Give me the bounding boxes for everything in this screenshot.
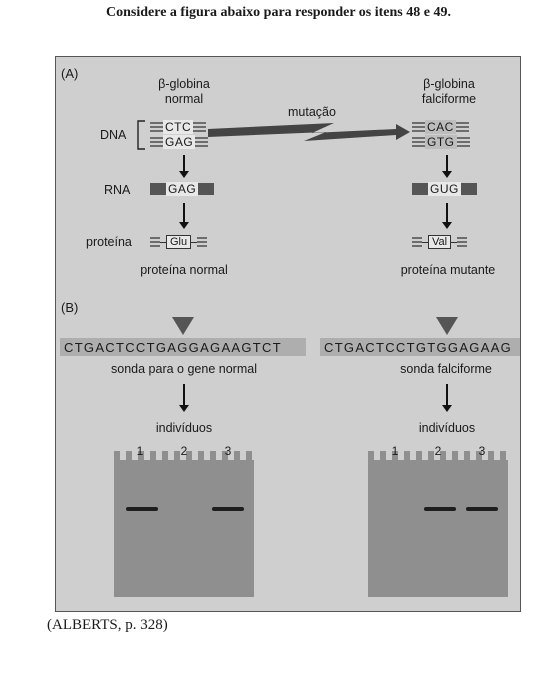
mutation-arrow-icon xyxy=(208,123,410,141)
transcription-arrow-sickle-icon xyxy=(442,155,452,178)
normal-rna-codon: GAG xyxy=(166,182,199,196)
sickle-dna-top-strand: CAC xyxy=(412,120,469,134)
sickle-dna-bottom-strand: GTG xyxy=(412,135,470,149)
normal-probe-sequence: CTGACTCCTGAGGAGAAGTCT xyxy=(60,338,306,356)
sickle-individuals-label: indivíduos xyxy=(418,421,476,435)
sickle-gel xyxy=(368,459,508,597)
normal-gel-lane-2: 2 xyxy=(180,444,188,458)
normal-probe-caption: sonda para o gene normal xyxy=(111,362,257,376)
panel-a-label: (A) xyxy=(61,66,79,81)
normal-rna-strand: GAG xyxy=(150,182,215,196)
sickle-gel-lane-2: 2 xyxy=(434,444,442,458)
sickle-rna-strand: GUG xyxy=(412,182,477,196)
normal-dna-top-codon: CTC xyxy=(163,120,194,134)
sickle-cell-figure: (A) β-globina normal β-globina falciform… xyxy=(55,56,521,612)
normal-gel-lane-3: 3 xyxy=(224,444,232,458)
sickle-dna-top-codon: CAC xyxy=(425,120,456,134)
normal-amino-acid: Glu xyxy=(166,235,192,249)
sickle-mutation-site-marker-icon xyxy=(436,317,458,335)
sickle-gel-band-lane-3 xyxy=(466,507,498,511)
normal-gel xyxy=(114,459,254,597)
normal-gel-well-edge xyxy=(114,451,254,460)
translation-arrow-sickle-icon xyxy=(442,203,452,229)
sickle-gel-lane-3: 3 xyxy=(478,444,486,458)
sickle-dna-bottom-codon: GTG xyxy=(425,135,457,149)
normal-gel-band-lane-1 xyxy=(126,507,158,511)
normal-individuals-label: indivíduos xyxy=(155,421,213,435)
sickle-protein-chain: Val xyxy=(412,235,468,249)
hybridization-arrow-normal-icon xyxy=(179,384,189,412)
panel-b-label: (B) xyxy=(61,300,79,315)
rna-label: RNA xyxy=(104,183,131,197)
sickle-protein-caption: proteína mutante xyxy=(400,263,496,277)
dna-bracket-icon xyxy=(137,120,145,150)
mutation-label: mutação xyxy=(288,105,336,119)
transcription-arrow-normal-icon xyxy=(179,155,189,178)
normal-dna-bottom-codon: GAG xyxy=(163,135,196,149)
dna-label: DNA xyxy=(100,128,127,142)
normal-gel-lane-1: 1 xyxy=(136,444,144,458)
sickle-gene-title-line1: β-globina xyxy=(423,77,475,91)
sickle-rna-codon: GUG xyxy=(428,182,461,196)
sickle-amino-acid: Val xyxy=(428,235,452,249)
sickle-probe-sequence: CTGACTCCTGTGGAGAAG xyxy=(320,338,520,356)
figure-citation: (ALBERTS, p. 328) xyxy=(47,617,168,633)
sickle-gene-title-line2: falciforme xyxy=(421,92,477,106)
normal-gene-title-line2: normal xyxy=(164,92,204,106)
normal-protein-caption: proteína normal xyxy=(140,263,228,277)
translation-arrow-normal-icon xyxy=(179,203,189,229)
sickle-gel-band-lane-2 xyxy=(424,507,456,511)
hybridization-arrow-sickle-icon xyxy=(442,384,452,412)
normal-gene-title-line1: β-globina xyxy=(158,77,210,91)
sickle-gel-well-edge xyxy=(368,451,508,460)
normal-gel-band-lane-3 xyxy=(212,507,244,511)
protein-label: proteína xyxy=(86,235,132,249)
normal-protein-chain: Glu xyxy=(150,235,208,249)
normal-mutation-site-marker-icon xyxy=(172,317,194,335)
sickle-probe-caption: sonda falciforme xyxy=(400,362,492,376)
page-heading: Considere a figura abaixo para responder… xyxy=(106,5,451,20)
normal-dna-top-strand: CTC xyxy=(150,120,207,134)
normal-dna-bottom-strand: GAG xyxy=(150,135,209,149)
sickle-gel-lane-1: 1 xyxy=(391,444,399,458)
